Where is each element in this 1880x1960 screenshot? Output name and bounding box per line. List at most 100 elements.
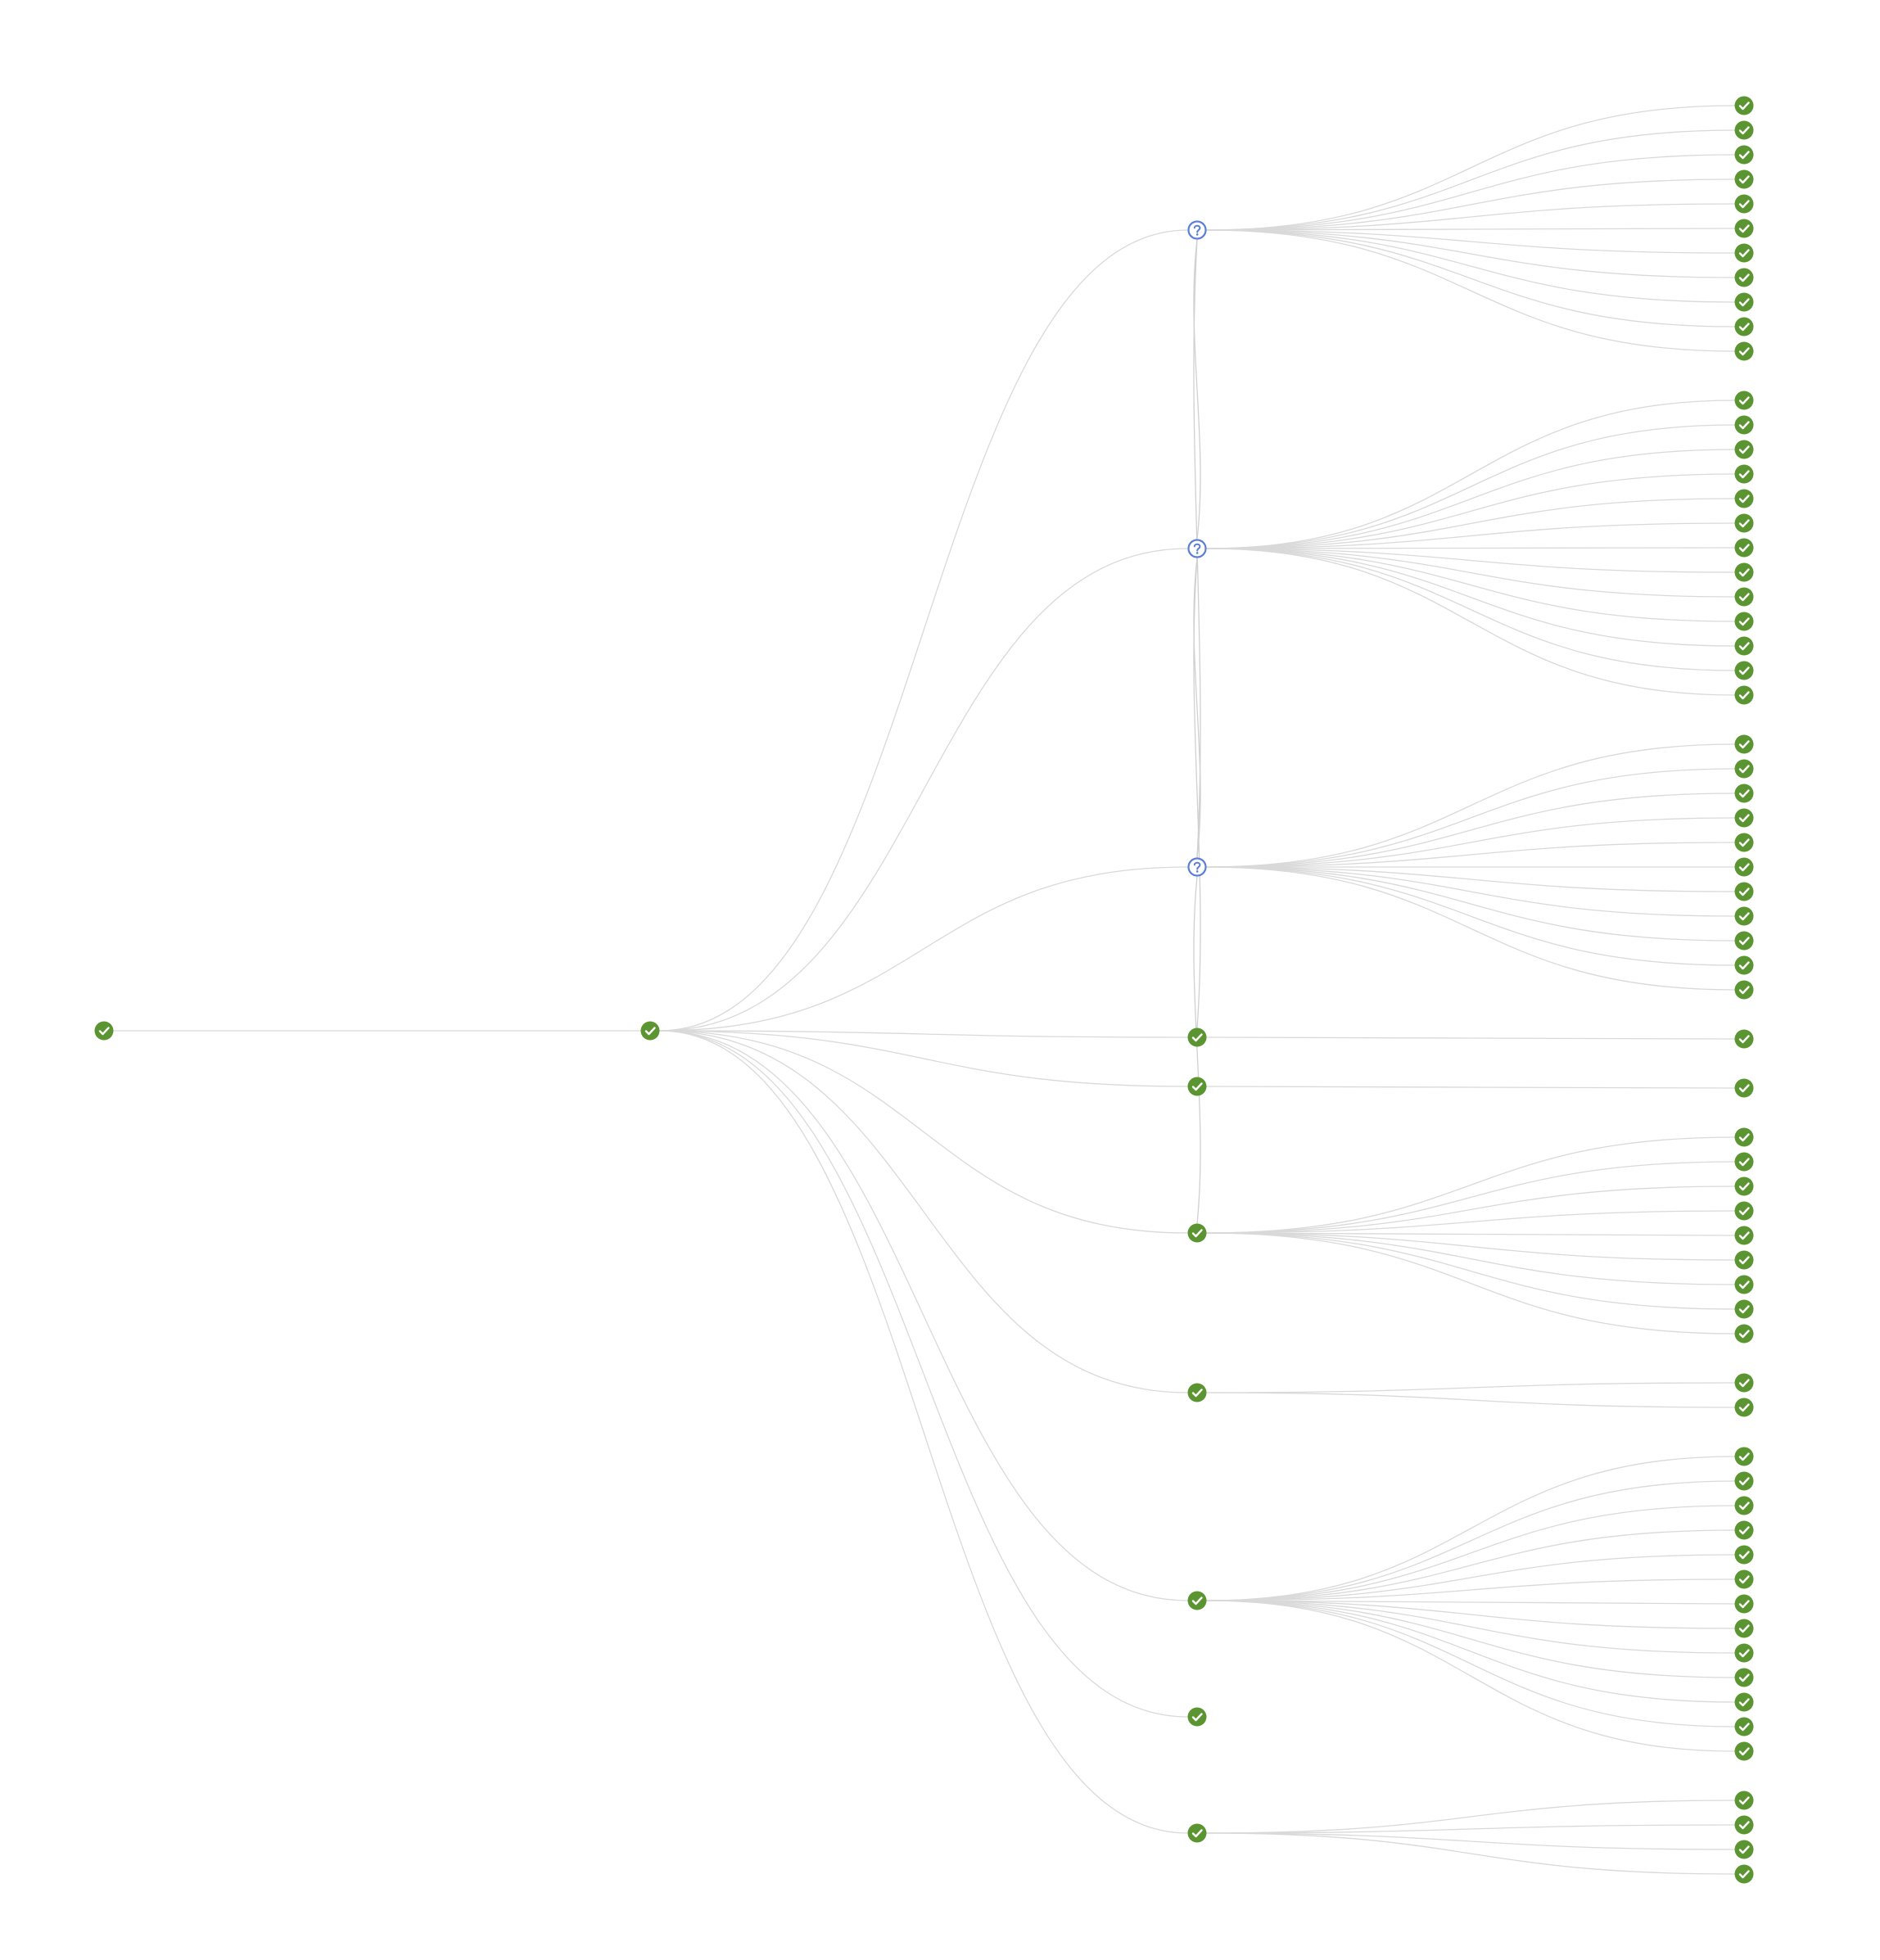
job-node-leaf[interactable] (1734, 1717, 1754, 1736)
job-node-leaf[interactable] (1734, 1668, 1754, 1687)
check-circle-icon (1734, 1864, 1754, 1884)
job-node-leaf[interactable] (1734, 1398, 1754, 1417)
job-node-leaf[interactable] (1734, 1299, 1754, 1319)
check-circle-icon (1734, 243, 1754, 263)
job-node-stage-2[interactable] (1187, 857, 1207, 877)
job-node-stage-2[interactable] (1187, 1027, 1207, 1047)
job-node-leaf[interactable] (1734, 1594, 1754, 1614)
job-node-stage-2[interactable] (1187, 539, 1207, 558)
job-node-leaf[interactable] (1734, 96, 1754, 115)
job-node-stage-2[interactable] (1187, 1223, 1207, 1243)
job-node-stage-2[interactable] (1187, 1383, 1207, 1402)
job-node-leaf[interactable] (1734, 1569, 1754, 1589)
job-node-leaf[interactable] (1734, 1029, 1754, 1049)
job-node-leaf[interactable] (1734, 1176, 1754, 1196)
check-circle-icon (1734, 1717, 1754, 1736)
job-node-leaf[interactable] (1734, 857, 1754, 877)
job-node-stage-2[interactable] (1187, 1591, 1207, 1610)
job-node-leaf[interactable] (1734, 587, 1754, 607)
check-circle-icon (1734, 661, 1754, 680)
job-node-leaf[interactable] (1734, 759, 1754, 779)
check-circle-icon (640, 1021, 660, 1041)
job-node-leaf[interactable] (1734, 341, 1754, 361)
job-node-leaf[interactable] (1734, 1520, 1754, 1540)
job-node-leaf[interactable] (1734, 906, 1754, 926)
check-circle-icon (1187, 1823, 1207, 1843)
job-node-stage-2[interactable] (1187, 220, 1207, 240)
job-node-leaf[interactable] (1734, 1619, 1754, 1638)
job-node-stage-2[interactable] (1187, 1077, 1207, 1096)
job-node-leaf[interactable] (1734, 734, 1754, 754)
job-node-leaf[interactable] (1734, 955, 1754, 975)
job-node-leaf[interactable] (1734, 1791, 1754, 1810)
edge-g2-to-leaf (1206, 547, 1735, 549)
check-circle-icon (1734, 1692, 1754, 1712)
edge-g8-to-leaf (1206, 1456, 1735, 1601)
job-node-leaf[interactable] (1734, 1250, 1754, 1270)
job-node-stage-2[interactable] (1187, 1823, 1207, 1843)
job-node-stage-2[interactable] (1187, 1707, 1207, 1727)
check-circle-icon (1734, 1127, 1754, 1147)
job-node-leaf[interactable] (1734, 636, 1754, 656)
edge-g1-to-leaf (1206, 229, 1735, 278)
job-node-leaf[interactable] (1734, 1127, 1754, 1147)
job-node-leaf[interactable] (1734, 1201, 1754, 1221)
job-node-leaf[interactable] (1734, 612, 1754, 631)
job-node-leaf[interactable] (1734, 562, 1754, 582)
job-node-leaf[interactable] (1734, 1643, 1754, 1663)
job-node-leaf[interactable] (1734, 145, 1754, 165)
job-node-leaf[interactable] (1734, 169, 1754, 189)
job-node-leaf[interactable] (1734, 685, 1754, 705)
node-layer (94, 96, 1754, 1884)
job-node-leaf[interactable] (1734, 268, 1754, 287)
job-node-leaf[interactable] (1734, 1324, 1754, 1344)
check-circle-icon (1734, 1545, 1754, 1565)
job-node-leaf[interactable] (1734, 1815, 1754, 1835)
edge-g6-to-leaf (1206, 1232, 1735, 1335)
job-node-leaf[interactable] (1734, 661, 1754, 680)
job-node-leaf[interactable] (1734, 1447, 1754, 1466)
job-node-leaf[interactable] (1734, 1275, 1754, 1294)
job-node-leaf[interactable] (1734, 440, 1754, 459)
job-node-leaf[interactable] (1734, 120, 1754, 140)
job-node-leaf[interactable] (1734, 1078, 1754, 1098)
check-circle-icon (1734, 734, 1754, 754)
job-node-leaf[interactable] (1734, 882, 1754, 901)
edge-g2-to-leaf (1206, 548, 1735, 573)
check-circle-icon (1734, 1078, 1754, 1098)
job-node-leaf[interactable] (1734, 1692, 1754, 1712)
job-node-leaf[interactable] (1734, 243, 1754, 263)
edge-g3-to-leaf (1206, 842, 1735, 868)
job-node-leaf[interactable] (1734, 464, 1754, 484)
job-node-leaf[interactable] (1734, 194, 1754, 214)
job-node-leaf[interactable] (1734, 317, 1754, 336)
edge-g2-to-leaf (1206, 548, 1735, 598)
edge-g8-to-leaf (1206, 1600, 1735, 1703)
job-node-leaf[interactable] (1734, 808, 1754, 828)
job-node-stage-1[interactable] (640, 1021, 660, 1041)
job-node-leaf[interactable] (1734, 784, 1754, 803)
job-node-leaf[interactable] (1734, 1471, 1754, 1491)
job-node-leaf[interactable] (1734, 1864, 1754, 1884)
job-node-root[interactable] (94, 1021, 114, 1041)
job-node-leaf[interactable] (1734, 980, 1754, 1000)
job-node-leaf[interactable] (1734, 292, 1754, 312)
job-node-leaf[interactable] (1734, 1226, 1754, 1245)
job-node-leaf[interactable] (1734, 538, 1754, 558)
job-node-leaf[interactable] (1734, 415, 1754, 435)
job-node-leaf[interactable] (1734, 1496, 1754, 1515)
job-node-leaf[interactable] (1734, 1545, 1754, 1565)
edge-g2-to-leaf (1206, 400, 1735, 549)
job-node-leaf[interactable] (1734, 1840, 1754, 1859)
job-node-leaf[interactable] (1734, 391, 1754, 410)
job-node-leaf[interactable] (1734, 1741, 1754, 1761)
job-node-leaf[interactable] (1734, 219, 1754, 238)
check-circle-icon (1734, 1250, 1754, 1270)
job-node-leaf[interactable] (1734, 513, 1754, 533)
job-node-leaf[interactable] (1734, 489, 1754, 508)
job-node-leaf[interactable] (1734, 1152, 1754, 1172)
job-node-leaf[interactable] (1734, 931, 1754, 951)
job-node-leaf[interactable] (1734, 1373, 1754, 1393)
edge-layer (113, 105, 1735, 1875)
job-node-leaf[interactable] (1734, 833, 1754, 852)
